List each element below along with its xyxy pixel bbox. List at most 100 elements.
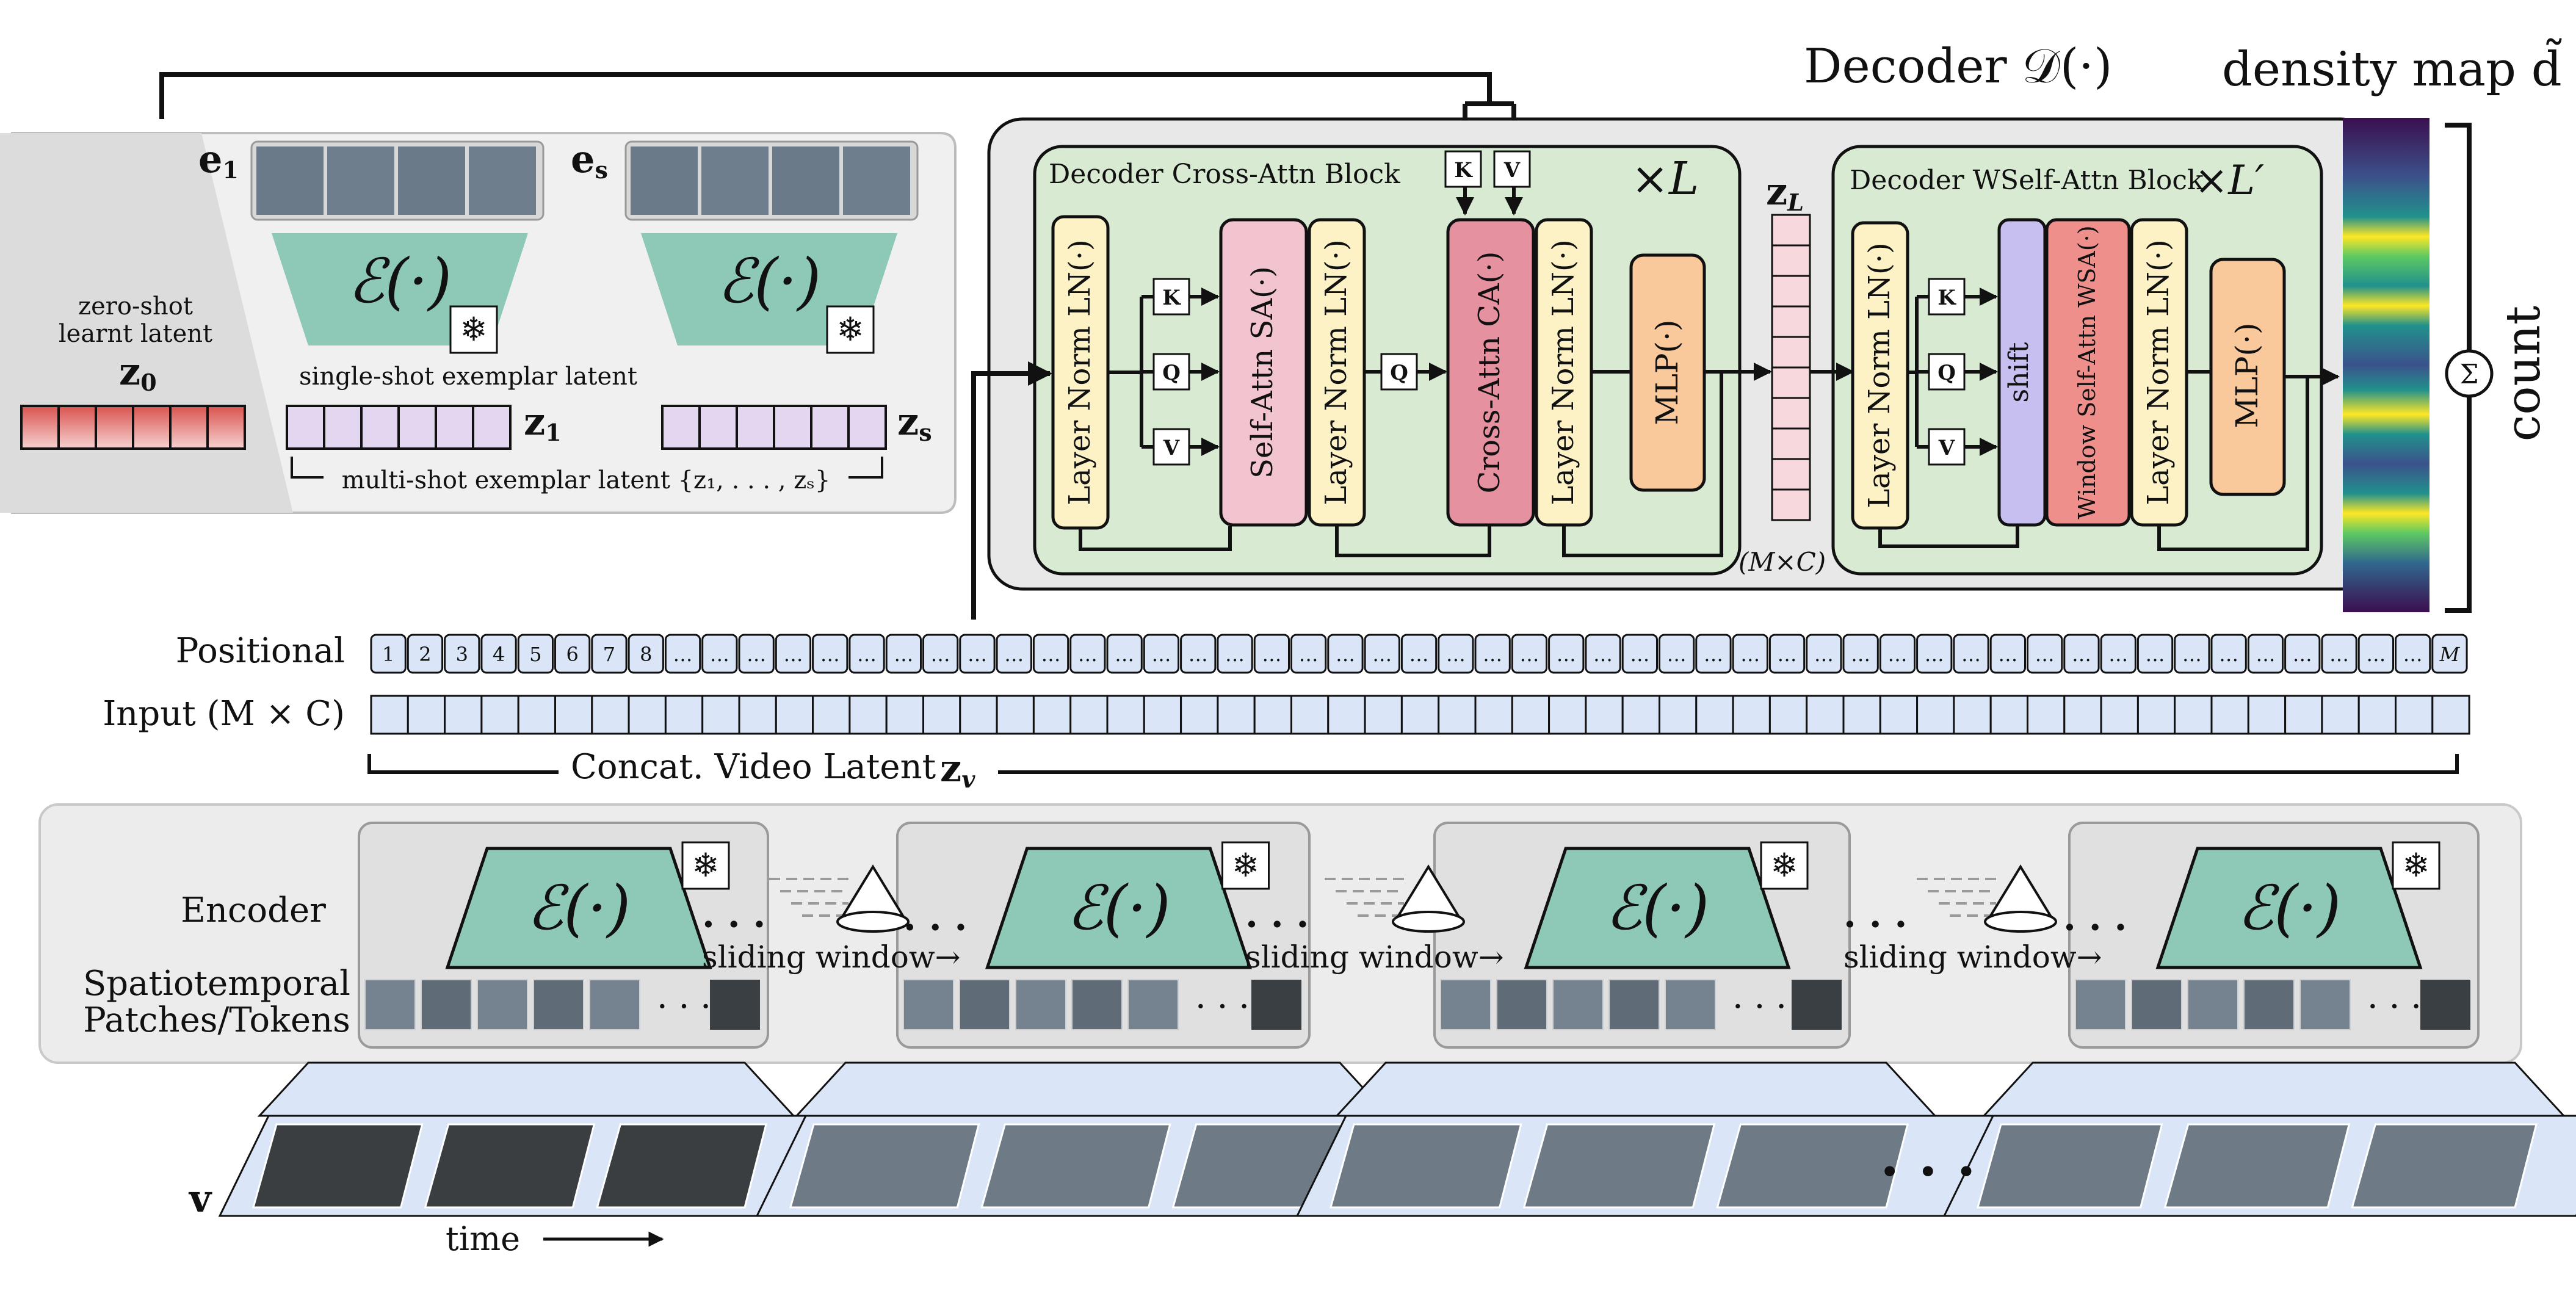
latent-cell <box>698 405 738 450</box>
encoder-symbol: ℰ(·) <box>348 245 452 317</box>
svg-text:· · ·: · · · <box>1245 903 1309 946</box>
input-cell <box>2100 695 2139 735</box>
positional-cell <box>1842 634 1879 674</box>
positional-cell-label: … <box>1078 643 1098 666</box>
video-frame <box>252 1123 424 1209</box>
positional-cell-label: … <box>2146 643 2165 666</box>
patch-tile <box>710 980 760 1030</box>
patch-tile <box>1015 979 1066 1030</box>
exemplar-kv-connector <box>159 72 1492 119</box>
zl-label: zL <box>1766 169 1804 216</box>
latent-cell <box>1771 336 1811 369</box>
encoder-symbol: ℰ(·) <box>1066 872 1170 944</box>
input-cell <box>1953 695 1992 735</box>
positional-cell-label: 7 <box>603 643 615 666</box>
positional-cell <box>517 634 554 674</box>
svg-text:Q: Q <box>1390 361 1408 385</box>
patch-ellipsis: · · · <box>1195 987 1250 1027</box>
positional-cell <box>1032 634 1069 674</box>
latent-cell <box>1771 366 1811 399</box>
patch-tile <box>1127 979 1179 1030</box>
positional-cell <box>1438 634 1474 674</box>
positional-cell-label: … <box>1998 643 2017 666</box>
positional-cell-label: … <box>2108 643 2128 666</box>
latent-cell <box>472 405 512 450</box>
latent-cell <box>95 405 134 450</box>
patch-tile <box>2420 980 2470 1030</box>
input-cell <box>996 695 1035 735</box>
positional-cell <box>2063 634 2100 674</box>
input-cell <box>1916 695 1955 735</box>
svg-text:Layer Norm LN(·): Layer Norm LN(·) <box>1063 239 1097 505</box>
input-cell <box>1659 695 1698 735</box>
positional-cell <box>1511 634 1548 674</box>
input-cell <box>848 695 888 735</box>
svg-text:Self-Attn SA(·): Self-Attn SA(·) <box>1245 266 1279 479</box>
input-row <box>370 695 2470 735</box>
svg-text:K: K <box>1454 158 1473 183</box>
svg-text:· · ·: · · · <box>1843 903 1907 946</box>
latent-cell <box>360 405 400 450</box>
patch-tile <box>1665 979 1716 1030</box>
positional-cell <box>738 634 775 674</box>
input-cell <box>1438 695 1477 735</box>
positional-cell <box>775 634 812 674</box>
positional-cell <box>1879 634 1916 674</box>
concat-bracket <box>367 754 2459 774</box>
exemplar-encoder-s: ℰ(·) ❄ <box>641 233 897 354</box>
latent-cell <box>206 405 246 450</box>
svg-text:❄: ❄ <box>460 310 487 349</box>
positional-cell <box>885 634 922 674</box>
input-cell <box>959 695 998 735</box>
input-cell <box>2174 695 2213 735</box>
e1-label: e1 <box>198 137 239 184</box>
svg-text:shift: shift <box>2003 342 2035 402</box>
svg-text:❄: ❄ <box>1770 846 1798 884</box>
input-cell <box>738 695 777 735</box>
input-cell <box>1585 695 1624 735</box>
positional-cell <box>1659 634 1695 674</box>
positional-cell-label: … <box>894 643 913 666</box>
input-cell <box>1989 695 2028 735</box>
z1-label: z1 <box>524 399 562 446</box>
sliding-window-label: sliding window→ <box>1245 939 1504 975</box>
svg-text:K: K <box>1162 286 1181 310</box>
latent-cell <box>286 405 325 450</box>
cross-attn-repeat: ×L <box>1631 153 1699 205</box>
positional-cell <box>1180 634 1217 674</box>
svg-text:MLP(·): MLP(·) <box>1649 320 1685 425</box>
positional-cell-label: … <box>747 643 766 666</box>
input-cell <box>1879 695 1919 735</box>
positional-cell-label: … <box>1225 643 1245 666</box>
positional-cell <box>922 634 959 674</box>
input-cell <box>2357 695 2397 735</box>
positional-cell-label: … <box>968 643 987 666</box>
svg-text:Layer Norm LN(·): Layer Norm LN(·) <box>2141 239 2176 505</box>
positional-cell <box>2027 634 2063 674</box>
patch-tile <box>1552 979 1604 1030</box>
input-cell <box>812 695 851 735</box>
positional-cell-label: … <box>1115 643 1134 666</box>
frozen-icon <box>449 305 498 354</box>
svg-text:Layer Norm LN(·): Layer Norm LN(·) <box>1862 242 1897 508</box>
latent-cell <box>847 405 887 450</box>
positional-cell-label: … <box>1630 643 1649 666</box>
positional-cell <box>959 634 996 674</box>
positional-cell-label: 8 <box>640 643 652 666</box>
input-cell <box>1069 695 1109 735</box>
input-cell <box>1143 695 1182 735</box>
positional-cell <box>444 634 480 674</box>
positional-cell <box>1364 634 1400 674</box>
positional-cell-label: … <box>1851 643 1870 666</box>
positional-cell <box>1585 634 1621 674</box>
patch-tile <box>533 979 584 1030</box>
input-cell <box>1032 695 1072 735</box>
patch-tile <box>1440 979 1491 1030</box>
input-cell <box>591 695 630 735</box>
patch-tile <box>1792 980 1842 1030</box>
input-cell <box>1400 695 1440 735</box>
svg-text:· · ·: · · · <box>2063 906 2127 949</box>
svg-text:Window Self-Attn WSA(·): Window Self-Attn WSA(·) <box>2074 225 2100 519</box>
input-cell <box>2210 695 2249 735</box>
